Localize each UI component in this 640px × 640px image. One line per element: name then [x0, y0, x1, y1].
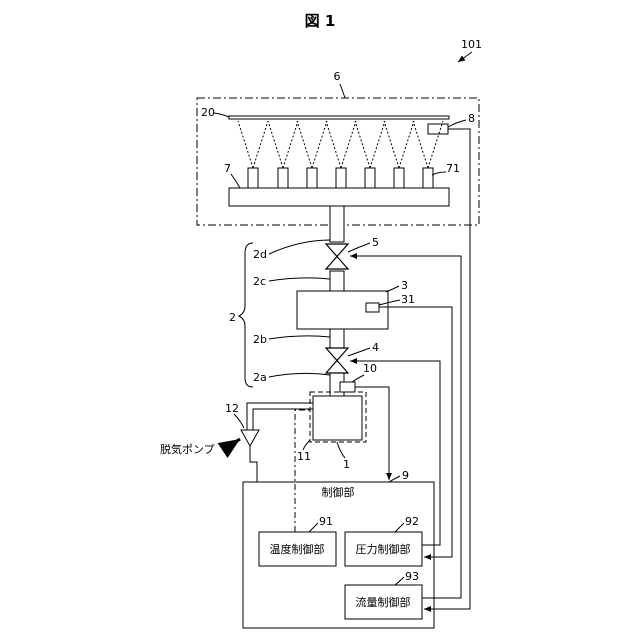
degas-port-leader — [234, 414, 244, 428]
ref-101-leader — [458, 52, 472, 62]
flow-control-text: 流量制御部 — [356, 595, 411, 609]
nozzle-header — [229, 188, 449, 206]
vessel-sensor — [366, 303, 379, 312]
controller-ref: 9 — [402, 469, 409, 482]
nozzle-label: 71 — [446, 162, 460, 175]
figure-title: 図 1 — [305, 12, 336, 30]
valve-upper — [326, 244, 348, 269]
line-2c-label: 2c — [253, 275, 266, 288]
tank-leader — [337, 442, 345, 458]
valve-lower-leader — [348, 348, 370, 356]
valve-lower-label: 4 — [372, 341, 379, 354]
temp-control-ref: 91 — [319, 515, 333, 528]
vessel-label: 3 — [401, 279, 408, 292]
pressure-control-ref: 92 — [405, 515, 419, 528]
degas-pump-label: 脱気ポンプ — [160, 442, 215, 456]
chamber-sensor — [428, 124, 448, 134]
substrate-label: 20 — [201, 106, 215, 119]
nozzle-row — [248, 168, 433, 188]
tank — [313, 396, 362, 440]
header-leader — [231, 174, 240, 188]
degas-valve — [241, 430, 259, 446]
nozzle-leader — [432, 172, 446, 175]
signal-degas-controller — [250, 446, 257, 482]
flow-control-ref: 93 — [405, 570, 419, 583]
tank-label: 1 — [343, 458, 350, 471]
flow-sensor-label: 10 — [363, 362, 377, 375]
line-2c-leader — [269, 278, 330, 281]
spray-pattern — [238, 121, 443, 168]
sensor-leader — [448, 120, 466, 127]
chamber-leader — [340, 84, 345, 98]
vessel-sensor-label: 31 — [401, 293, 415, 306]
line-2a-label: 2a — [253, 371, 267, 384]
heater-label: 11 — [297, 450, 311, 463]
line-2b-label: 2b — [253, 333, 267, 346]
line-2a-leader — [269, 373, 330, 377]
line-2d-label: 2d — [253, 248, 267, 261]
line-2b-leader — [269, 336, 330, 339]
controller-ref-leader — [389, 476, 400, 482]
supply-line-label: 2 — [229, 311, 236, 324]
substrate-plate — [229, 116, 449, 119]
substrate-leader — [214, 113, 229, 117]
ref-101: 101 — [461, 38, 482, 51]
flow-sensor-leader — [352, 375, 364, 382]
controller-title: 制御部 — [322, 485, 355, 499]
vessel-leader — [386, 286, 399, 292]
sensor-label: 8 — [468, 112, 475, 125]
pressure-control-text: 圧力制御部 — [356, 542, 411, 556]
supply-line-bracket — [239, 243, 253, 387]
temp-control-text: 温度制御部 — [270, 542, 325, 556]
valve-lower — [326, 348, 348, 373]
valve-upper-leader — [348, 243, 370, 252]
chamber-label: 6 — [334, 70, 341, 83]
line-2d-leader — [269, 240, 330, 254]
header-label: 7 — [224, 162, 231, 175]
degas-port-label: 12 — [225, 402, 239, 415]
degas-pipe — [247, 403, 313, 430]
valve-upper-label: 5 — [372, 236, 379, 249]
heater-leader — [303, 440, 310, 450]
flow-sensor — [340, 382, 355, 392]
degas-pump-arrow — [228, 439, 240, 447]
